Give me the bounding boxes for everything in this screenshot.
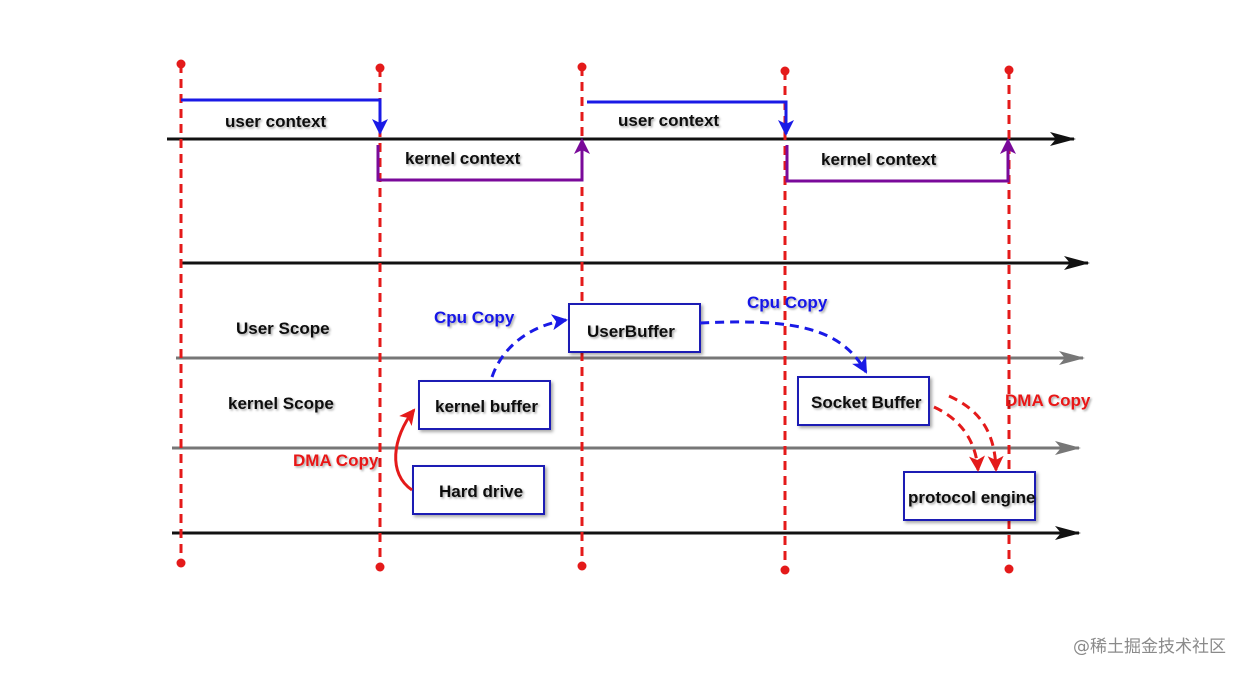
- dma-copy-arrow-1: [394, 408, 416, 492]
- hard-drive-label: Hard drive: [439, 482, 523, 501]
- timeline-2: [375, 63, 385, 572]
- protocol-engine-box: protocol engine: [903, 471, 1036, 521]
- timeline-4: [780, 66, 790, 575]
- cpu-copy-arrow-2: [699, 320, 868, 374]
- socket-buffer-label: Socket Buffer: [811, 393, 922, 412]
- kernel-context-line-2: [785, 138, 1016, 183]
- dma-copy-arrow-2b: [948, 394, 1004, 472]
- socket-buffer-box: Socket Buffer: [797, 376, 930, 426]
- user-buffer-label: UserBuffer: [587, 322, 675, 341]
- kernel-context-label-2: kernel context: [821, 150, 937, 169]
- user-context-label-2: user context: [618, 111, 719, 130]
- hard-drive-box: Hard drive: [412, 465, 545, 515]
- dma-copy-label-2: DMA Copy: [1005, 391, 1091, 410]
- kernel-buffer-box: kernel buffer: [418, 380, 551, 430]
- cpu-copy-label-1: Cpu Copy: [434, 308, 515, 327]
- kernel-scope-label: kernel Scope: [228, 394, 334, 413]
- protocol-engine-label: protocol engine: [908, 488, 1036, 507]
- user-context-line-2: [587, 100, 794, 136]
- cpu-copy-label-2: Cpu Copy: [747, 293, 828, 312]
- kernel-buffer-label: kernel buffer: [435, 397, 538, 416]
- user-context-label-1: user context: [225, 112, 326, 131]
- cpu-copy-arrow-1: [490, 314, 568, 378]
- dma-copy-arrow-2a: [933, 405, 985, 472]
- watermark: @稀土掘金技术社区: [1073, 637, 1226, 657]
- kernel-context-label-1: kernel context: [405, 149, 521, 168]
- user-scope-label: User Scope: [236, 319, 330, 338]
- timeline-1: [176, 59, 186, 568]
- kernel-context-line-1: [376, 138, 590, 182]
- dma-copy-label-1: DMA Copy: [293, 451, 379, 470]
- user-buffer-box: UserBuffer: [568, 303, 701, 353]
- user-context-line-1: [181, 98, 388, 135]
